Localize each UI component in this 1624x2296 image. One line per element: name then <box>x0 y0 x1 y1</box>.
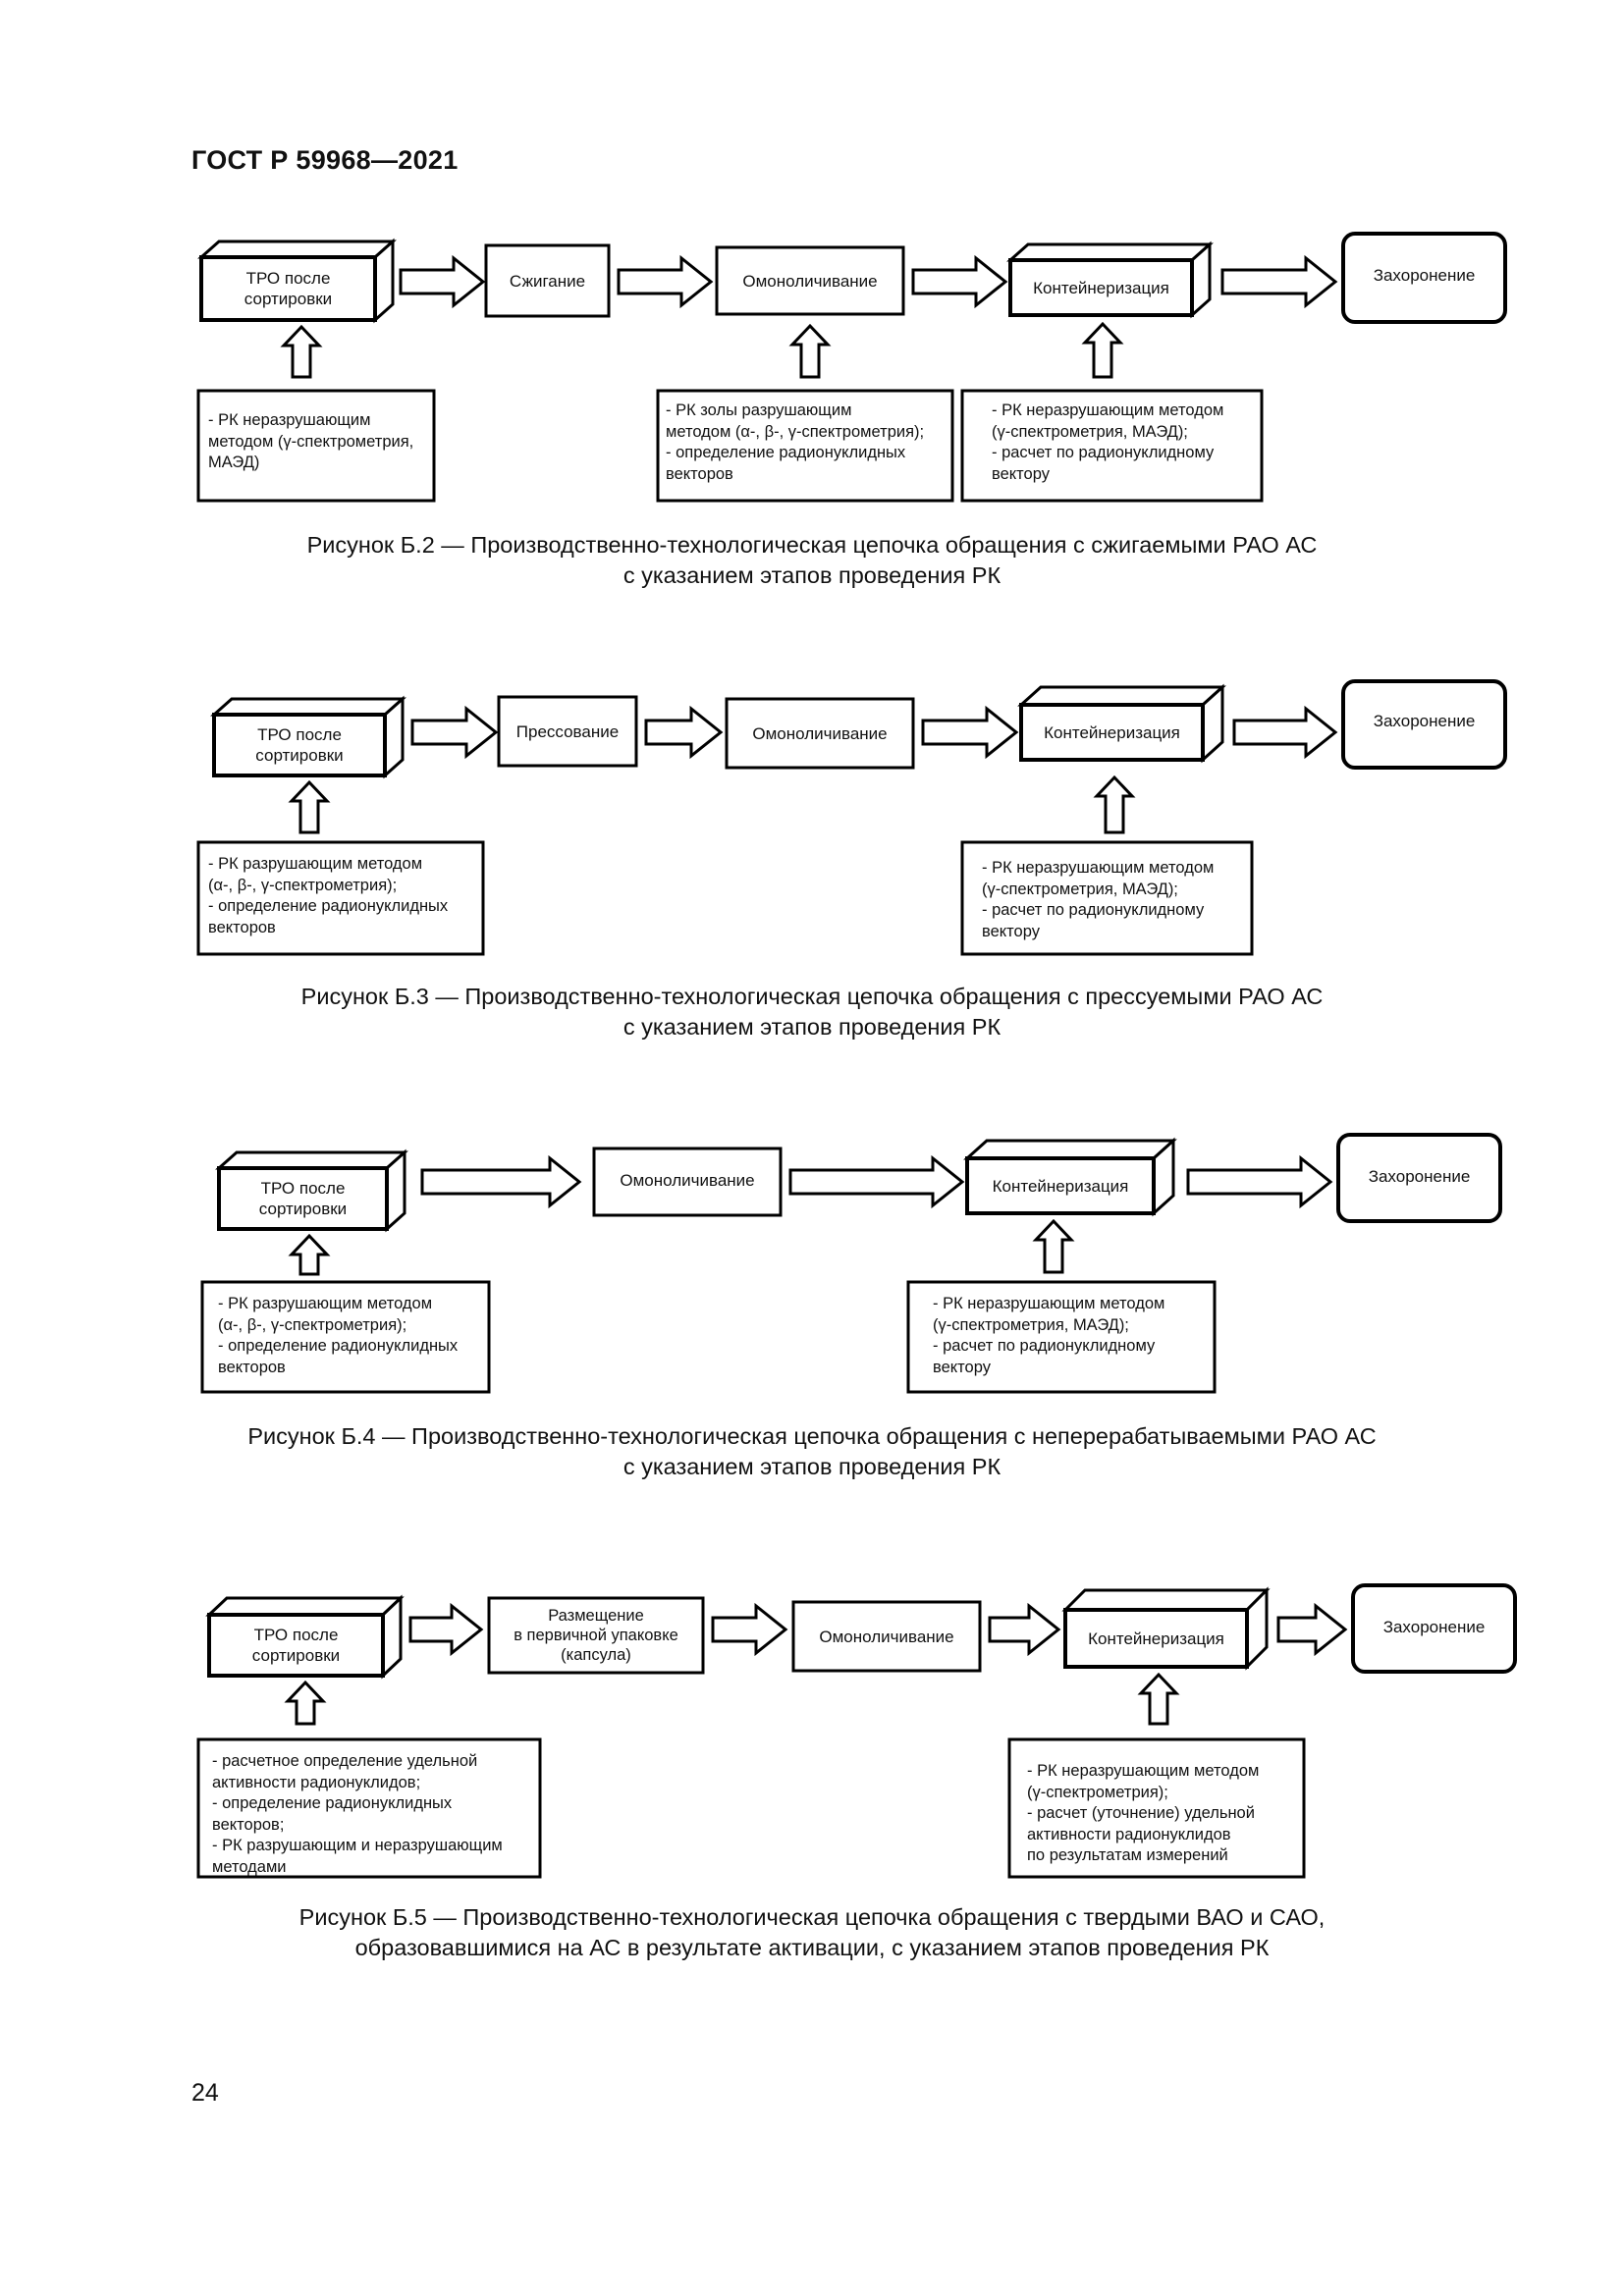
step-tro: ТРО после сортировки <box>244 269 333 308</box>
step-pressing: Прессование <box>515 722 620 741</box>
step-solidification: Омоноличивание <box>742 271 878 291</box>
caption-line: образовавшимися на АС в результате актив… <box>354 1935 1270 1960</box>
step-containerization: Контейнеризация <box>992 1176 1129 1196</box>
note-tro: - расчетное определение удельной активно… <box>212 1752 503 1876</box>
step-disposal: Захоронение <box>1373 266 1476 285</box>
note-containerization: - РК неразрушающим методом (γ-спектромет… <box>992 401 1224 483</box>
step-solidification: Омоноличивание <box>620 1171 755 1190</box>
step-tro: ТРО после сортировки <box>251 1626 341 1665</box>
tro-3d-box <box>210 695 406 779</box>
figure-b3: ТРО после сортировки Прессование Омоноли… <box>0 0 1624 1060</box>
arrow-right <box>1220 254 1338 309</box>
caption-line: Рисунок Б.2 — Производственно-технологич… <box>306 532 1318 558</box>
tro-3d-box <box>197 238 397 324</box>
figure-caption: Рисунок Б.4 — Производственно-технологич… <box>0 1421 1624 1482</box>
arrow-up <box>788 323 832 379</box>
caption-line: с указанием этапов проведения РК <box>623 562 1001 588</box>
containerization-3d-box <box>963 1137 1177 1217</box>
note-containerization: - РК неразрушающим методом (γ-спектромет… <box>1027 1762 1260 1864</box>
document-header: ГОСТ Р 59968—2021 <box>191 145 459 175</box>
page-number: 24 <box>191 2079 219 2107</box>
step-primary-packaging: Размещение в первичной упаковке (капсула… <box>514 1607 678 1664</box>
figure-b4: ТРО после сортировки Омоноличивание Конт… <box>0 1133 1624 1482</box>
step-solidification: Омоноличивание <box>752 723 888 743</box>
step-disposal: Захоронение <box>1368 1167 1471 1186</box>
figure-b3-graphics <box>196 679 1507 956</box>
containerization-3d-box <box>1017 683 1226 764</box>
note-tro: - РК неразрушающим методом (γ-спектромет… <box>208 411 414 471</box>
figure-b5: ТРО после сортировки Размещение в первич… <box>0 1583 1624 1963</box>
tro-3d-box <box>205 1594 405 1680</box>
step-disposal: Захоронение <box>1382 1618 1486 1636</box>
caption-line: Рисунок Б.4 — Производственно-технологич… <box>247 1423 1377 1449</box>
step-disposal: Захоронение <box>1373 712 1476 730</box>
step-solidification: Омоноличивание <box>819 1627 954 1646</box>
figure-b5-graphics <box>196 1583 1517 1879</box>
step-containerization: Контейнеризация <box>1033 278 1169 297</box>
figure-b4-graphics <box>200 1133 1502 1394</box>
containerization-3d-box <box>1061 1586 1271 1671</box>
step-incineration: Сжигание <box>509 271 586 291</box>
figure-caption: Рисунок Б.5 — Производственно-технологич… <box>0 1902 1624 1963</box>
figure-caption: Рисунок Б.2 — Производственно-технологич… <box>0 530 1624 591</box>
figure-b2-graphics <box>196 232 1507 503</box>
figure-caption: Рисунок Б.3 — Производственно-технологич… <box>0 982 1624 1042</box>
caption-line: с указанием этапов проведения РК <box>623 1454 1001 1479</box>
arrow-right <box>399 254 486 309</box>
arrow-right <box>911 254 1008 309</box>
caption-line: Рисунок Б.5 — Производственно-технологич… <box>298 1904 1326 1930</box>
caption-line: с указанием этапов проведения РК <box>623 1014 1001 1040</box>
step-containerization: Контейнеризация <box>1044 722 1180 742</box>
note-containerization: - РК неразрушающим методом (γ-спектромет… <box>933 1295 1165 1376</box>
note-containerization: - РК неразрушающим методом (γ-спектромет… <box>982 859 1215 940</box>
containerization-3d-box <box>1006 240 1214 319</box>
tro-3d-box <box>215 1148 408 1233</box>
arrow-up <box>1081 321 1124 379</box>
note-tro: - РК разрушающим методом (α-, β-, γ-спек… <box>218 1295 459 1376</box>
step-containerization: Контейнеризация <box>1088 1629 1224 1648</box>
note-tro: - РК разрушающим методом (α-, β-, γ-спек… <box>208 855 449 936</box>
step-tro: ТРО после сортировки <box>258 1179 348 1218</box>
figure-b2: ТРО после сортировки Сжигание Омоноличив… <box>0 0 1624 609</box>
caption-line: Рисунок Б.3 — Производственно-технологич… <box>300 984 1324 1009</box>
arrow-right <box>617 254 714 309</box>
note-incineration: - РК золы разрушающим методом (α-, β-, γ… <box>666 401 925 483</box>
step-tro: ТРО после сортировки <box>255 725 344 765</box>
arrow-up <box>280 324 323 379</box>
